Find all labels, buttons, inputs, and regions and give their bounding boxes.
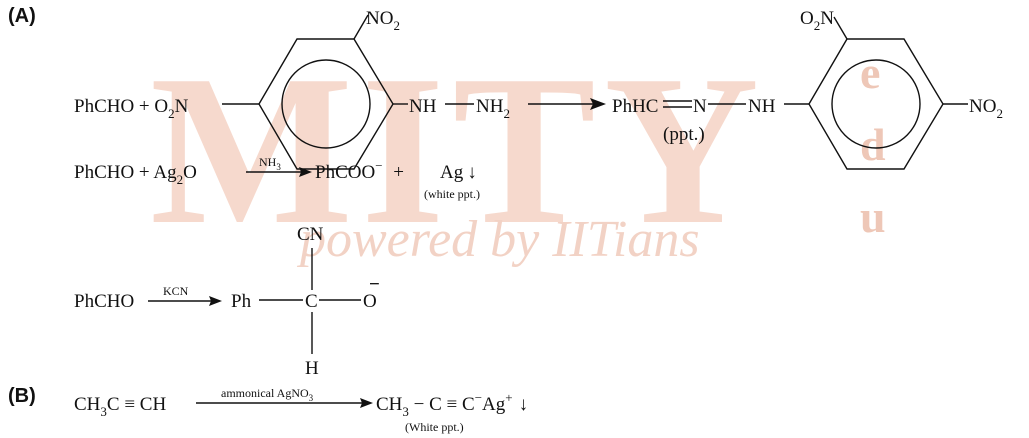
rxn2-arrow	[246, 167, 312, 177]
label-b: (B)	[8, 385, 36, 407]
rxn1-product-phhc: PhHC	[612, 96, 658, 117]
rxn2-ag: Ag↓	[440, 162, 477, 183]
reaction-3: PhCHO KCN Ph C O − CN H	[74, 224, 380, 379]
rxn3-cn: CN	[297, 224, 324, 245]
reaction-2: PhCHO + Ag2O NH3 PhCOO− + Ag↓ (white ppt…	[74, 154, 480, 201]
rxn2-note: (white ppt.)	[424, 187, 480, 201]
rxn1-nh: NH	[409, 96, 437, 117]
rxn1-no2-top: NO2	[366, 8, 400, 33]
rxn3-arrow	[148, 296, 222, 306]
rxnb-note: (White ppt.)	[405, 420, 464, 434]
rxn3-reagent: KCN	[163, 284, 189, 298]
rxn1-o2n-top: O2N	[800, 8, 834, 33]
watermark-side-e: e	[860, 47, 880, 98]
watermark: MITY e d u powered by IITians	[150, 30, 886, 269]
rxn1-bond-ring-no2	[353, 14, 369, 40]
rxn1-bond-ring-o2n	[833, 16, 848, 40]
rxn3-reactant: PhCHO	[74, 291, 134, 312]
watermark-side-u: u	[860, 191, 886, 242]
rxn2-reagent: NH3	[259, 155, 281, 172]
rxnb-product: CH3 − C ≡ C−Ag+↓	[376, 390, 528, 419]
rxn3-o: O	[363, 291, 377, 312]
rxn1-reagent-text: PhCHO + O2N	[74, 96, 189, 121]
rxn2-reactant: PhCHO + Ag2O	[74, 162, 197, 187]
watermark-side-d: d	[860, 119, 886, 170]
rxn3-ph: Ph	[231, 291, 252, 312]
rxn1-arrow	[528, 98, 606, 110]
reaction-b: CH3C ≡ CH ammonical AgNO3 CH3 − C ≡ C−Ag…	[74, 386, 528, 434]
rxn3-o-charge: −	[369, 274, 380, 295]
rxn3-c: C	[305, 291, 318, 312]
rxnb-reactant: CH3C ≡ CH	[74, 394, 166, 419]
reaction-1: PhCHO + O2N NO2 NH NH2 PhHC N NH (ppt.)	[74, 8, 1003, 170]
rxnb-reagent: ammonical AgNO3	[221, 386, 314, 403]
rxn2-product: PhCOO− +	[315, 154, 404, 183]
label-a: (A)	[8, 5, 36, 27]
watermark-tagline: powered by IITians	[296, 211, 700, 268]
watermark-brand: MITY	[150, 30, 767, 269]
rxn1-product-nh: NH	[748, 96, 776, 117]
rxn1-ppt: (ppt.)	[663, 124, 705, 145]
rxn1-no2-right: NO2	[969, 96, 1003, 121]
rxn3-h: H	[305, 358, 319, 379]
rxnb-arrow	[196, 398, 373, 408]
rxn1-product-n: N	[693, 96, 707, 117]
rxn1-nh2: NH2	[476, 96, 510, 121]
